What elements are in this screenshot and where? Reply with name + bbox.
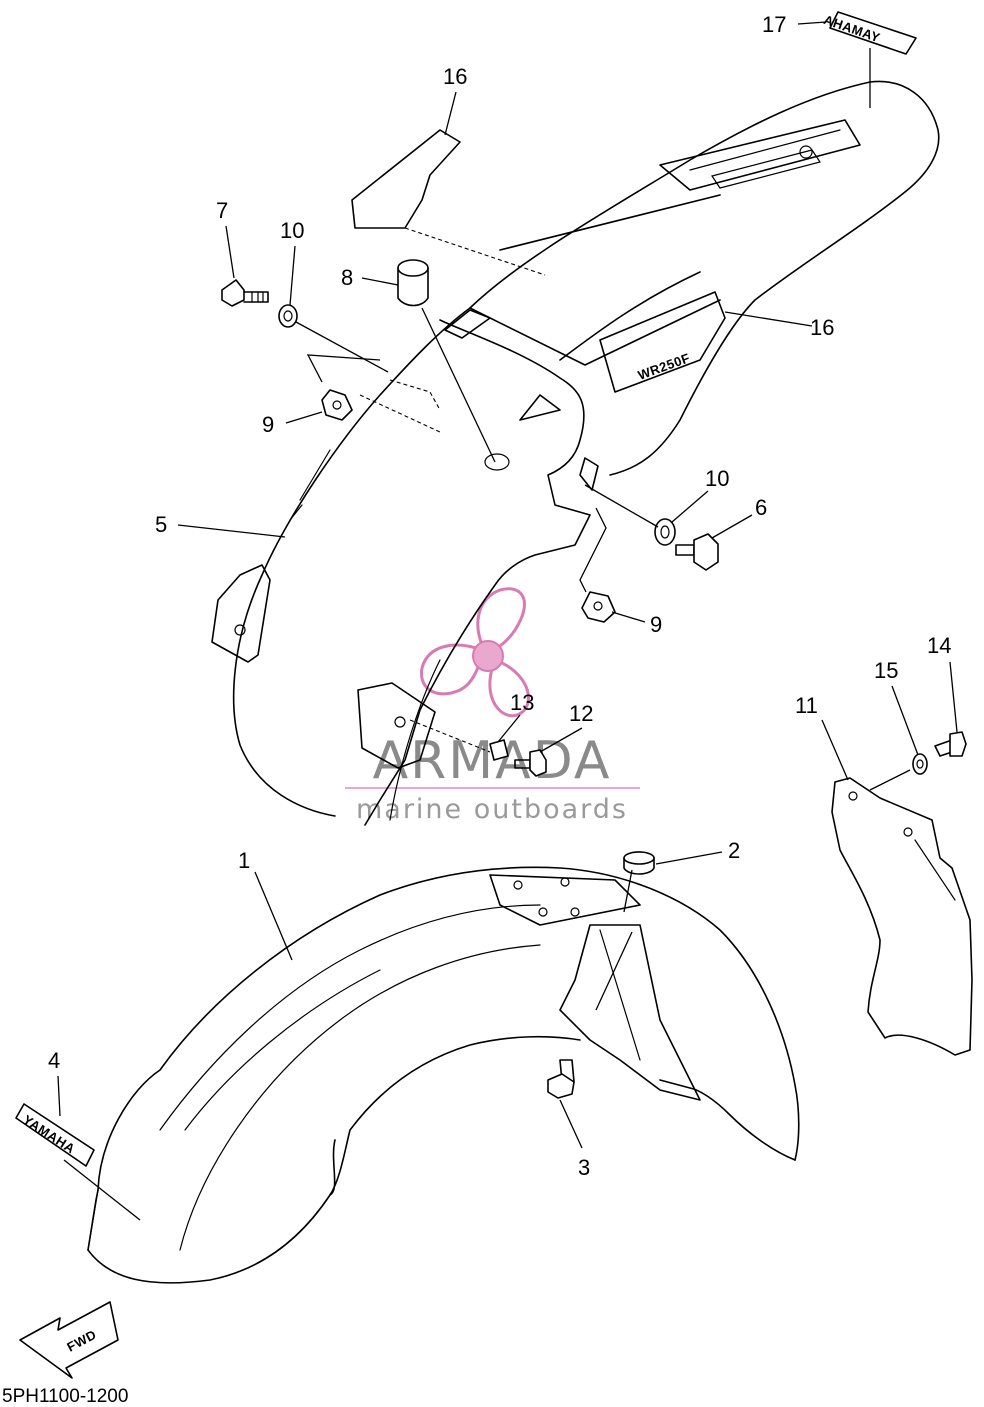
diagram-code: 5PH1100-1200 xyxy=(2,1386,128,1407)
callout-6: 6 xyxy=(755,495,767,520)
collar-10-right xyxy=(654,518,676,546)
bolt-3 xyxy=(547,1059,575,1099)
callout-2: 2 xyxy=(728,838,740,863)
callout-5: 5 xyxy=(155,512,167,537)
callout-15: 15 xyxy=(874,658,898,683)
grommet-2 xyxy=(623,851,655,875)
grommet-8 xyxy=(397,259,429,307)
callout-10-right: 10 xyxy=(705,466,729,491)
bolt-7 xyxy=(221,279,269,307)
callout-17: 17 xyxy=(762,12,786,37)
callout-4: 4 xyxy=(48,1048,60,1073)
front-fender xyxy=(87,866,800,1284)
callout-11: 11 xyxy=(795,693,818,718)
callout-9-left: 9 xyxy=(262,412,274,437)
nut-9-left xyxy=(321,389,353,421)
dashed-lines xyxy=(359,227,546,753)
forward-arrow-icon: FWD xyxy=(19,1301,119,1379)
callout-12: 12 xyxy=(569,701,593,726)
watermark-brand: ARMADA xyxy=(373,731,612,791)
screw-12 xyxy=(514,749,547,777)
callout-14: 14 xyxy=(927,633,951,658)
decal-4: YAMAHA xyxy=(15,1103,95,1167)
callout-7: 7 xyxy=(216,198,228,223)
decal-17: YAMAHA xyxy=(821,11,917,55)
callout-16-right: 16 xyxy=(810,315,834,340)
washer-15 xyxy=(912,753,928,775)
watermark-tagline: marine outboards xyxy=(356,794,628,825)
propeller-logo-icon xyxy=(420,587,530,718)
decal-16-upper xyxy=(351,129,461,229)
leader-lines xyxy=(57,21,958,1221)
nut-9-right xyxy=(581,591,616,623)
callout-8: 8 xyxy=(341,265,353,290)
rear-fender: WR250F xyxy=(211,80,940,826)
callout-13: 13 xyxy=(510,690,534,715)
bolt-6 xyxy=(675,533,719,571)
callout-3: 3 xyxy=(578,1155,590,1180)
screw-14 xyxy=(934,731,967,757)
side-cover xyxy=(831,777,973,1056)
grommet-13 xyxy=(489,739,509,761)
collar-10-left xyxy=(278,304,298,328)
callout-10-left: 10 xyxy=(280,218,304,243)
callouts: 16 7 10 8 9 5 16 10 6 9 13 12 11 15 14 1… xyxy=(48,12,951,1180)
callout-16-upper: 16 xyxy=(443,64,467,89)
callout-9-right: 9 xyxy=(650,612,662,637)
watermark: ARMADA marine outboards xyxy=(345,587,640,825)
model-decal: WR250F xyxy=(636,350,692,383)
callout-1: 1 xyxy=(238,848,250,873)
